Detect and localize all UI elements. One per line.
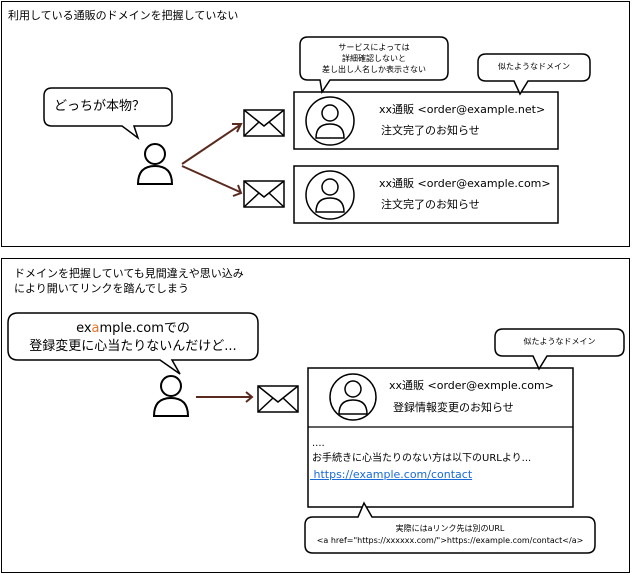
avatar-icon — [329, 373, 377, 421]
avatar-icon — [305, 96, 355, 146]
bubble-service-note-text: サービスによっては 詳細確認しないと 差し出し人名しか表示さない — [322, 43, 426, 74]
panel-2-title: ドメインを把握していても見間違えや思い込み により開いてリンクを踏んでしまう — [14, 267, 244, 295]
accent-letter: a — [91, 321, 100, 336]
bubble-similar-domain-2-text: 似たようなドメイン — [523, 337, 596, 346]
mail-1-subject: 注文完了のお知らせ — [381, 124, 480, 137]
mail-3-from: xx通販 <order@exmple.com> — [389, 379, 554, 392]
arrow-to-mail-1 — [181, 123, 243, 165]
avatar-icon — [305, 170, 355, 220]
bubble-actual-link-text: 実際にはaリンク先は別のURL <a href="https://xxxxxx.… — [316, 524, 584, 545]
envelope-icon — [257, 385, 299, 413]
panel-1-title: 利用している通販のドメインを把握していない — [8, 9, 239, 22]
bubble-thought-shape — [7, 312, 259, 375]
mail-2-from: xx通販 <order@example.com> — [379, 177, 551, 190]
bubble-similar-domain-text: 似たようなドメイン — [498, 62, 570, 71]
bubble-service-note-shape — [299, 36, 449, 94]
bubble-similar-domain-shape — [477, 53, 591, 96]
person-icon — [152, 375, 190, 417]
mail-3-link[interactable]: https://example.com/contact — [310, 468, 473, 481]
arrow-to-mail-3 — [196, 391, 254, 403]
envelope-icon — [243, 109, 285, 137]
bubble-similar-domain-2-shape — [494, 328, 625, 371]
bubble-question-shape — [43, 87, 173, 141]
mail-3-body-text: お手続きに心当たりのない方は以下のURLより... — [312, 453, 532, 464]
arrow-to-mail-2 — [181, 165, 243, 197]
envelope-icon — [243, 180, 285, 208]
mail-2-subject: 注文完了のお知らせ — [381, 198, 480, 211]
mail-3-subject: 登録情報変更のお知らせ — [393, 401, 514, 414]
mail-1-from: xx通販 <order@example.net> — [379, 103, 546, 116]
mail-3-body-ellipsis: .... — [312, 438, 325, 449]
person-icon — [136, 143, 174, 185]
bubble-thought-text: example.comでの 登録変更に心当たりないんだけど... — [29, 321, 237, 354]
bubble-question-text: どっちが本物？ — [54, 99, 146, 114]
bubble-actual-link-shape — [304, 501, 596, 554]
